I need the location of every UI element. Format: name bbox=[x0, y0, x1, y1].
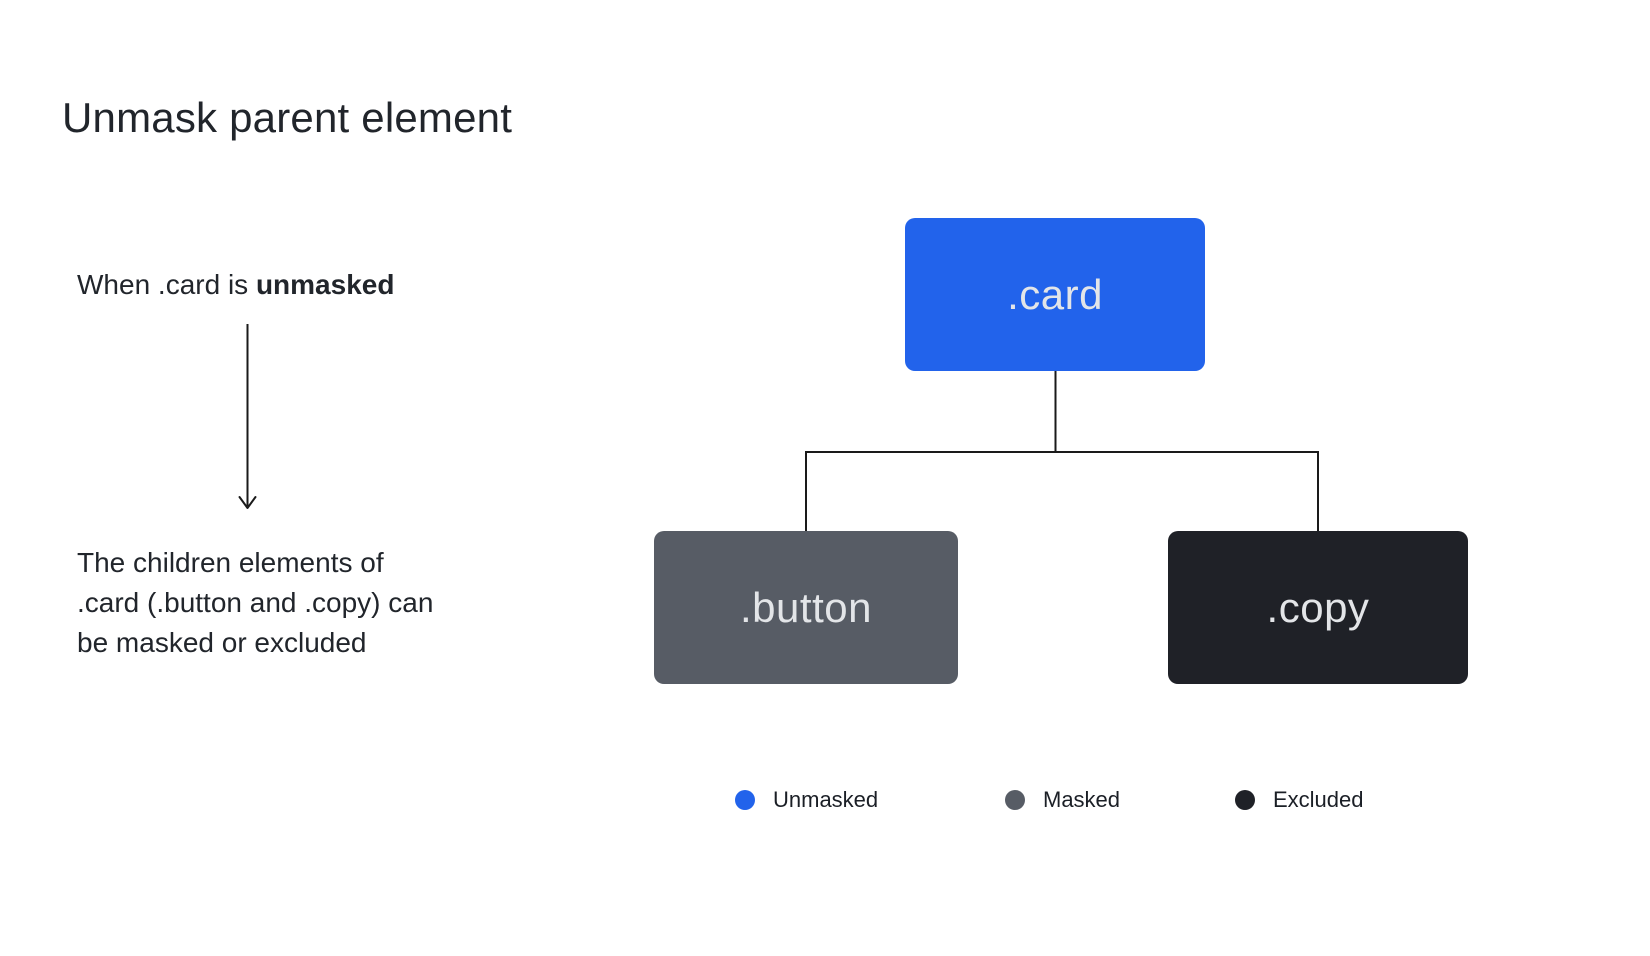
legend-label-excluded: Excluded bbox=[1273, 787, 1364, 812]
down-arrow-icon bbox=[238, 324, 257, 509]
legend-item-excluded: Excluded bbox=[1235, 786, 1364, 814]
legend-item-unmasked: Unmasked bbox=[735, 786, 878, 814]
unmasked-dot-icon bbox=[735, 790, 755, 810]
node-card-label: .card bbox=[1007, 270, 1103, 318]
masked-dot-icon bbox=[1005, 790, 1025, 810]
node-copy: .copy bbox=[1168, 531, 1468, 684]
intro-text-prefix: When .card is bbox=[77, 269, 256, 300]
legend-item-masked: Masked bbox=[1005, 786, 1120, 814]
legend-label-masked: Masked bbox=[1043, 787, 1121, 812]
node-button: .button bbox=[654, 531, 958, 684]
node-button-label: .button bbox=[740, 583, 872, 631]
description-text: The children elements of .card (.button … bbox=[77, 547, 434, 658]
excluded-dot-icon bbox=[1235, 790, 1255, 810]
page-title: Unmask parent element bbox=[62, 94, 513, 142]
intro-text-emphasis: unmasked bbox=[255, 269, 395, 300]
intro-text: When .card is unmasked bbox=[77, 268, 394, 302]
node-card: .card bbox=[905, 218, 1205, 371]
legend-label-unmasked: Unmasked bbox=[773, 787, 879, 812]
node-copy-label: .copy bbox=[1266, 583, 1370, 631]
